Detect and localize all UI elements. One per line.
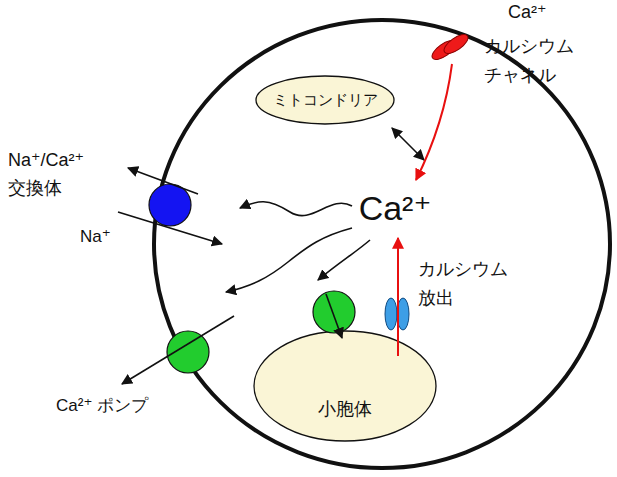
exchange-arrow <box>392 128 424 160</box>
pump-circle: Ca²⁺ ポンプ <box>166 330 210 374</box>
calcium-channel <box>434 28 468 68</box>
pump-arrow <box>326 294 342 338</box>
text-slot: ミトコンドリア <box>273 91 378 109</box>
text-slot: Ca²⁺ <box>508 2 568 24</box>
part-label: Ca²⁺ <box>508 2 568 24</box>
text-slot: Ca²⁺ <box>359 188 432 229</box>
efflux-arrow <box>128 168 198 194</box>
influx-arrow <box>416 64 452 180</box>
release-arrow <box>397 238 399 356</box>
text-slot: カルシウム チャネル <box>484 32 584 90</box>
er-pump-symbol <box>313 291 355 333</box>
ion-label: Ca²⁺ <box>359 188 432 229</box>
part-label: カルシウム チャネル <box>484 32 584 90</box>
text-slot: Na⁺ <box>80 226 111 247</box>
release-channel <box>384 297 410 331</box>
flow-arrow <box>226 228 352 292</box>
part-label: ミトコンドリア <box>273 91 378 109</box>
calcium-channel: Ca²⁺カルシウム チャネル <box>434 28 468 68</box>
release-channel: カルシウム 放出 <box>384 297 410 331</box>
ion-label: Na⁺ <box>80 226 111 247</box>
er-ellipse <box>253 330 437 442</box>
part-label: カルシウム 放出 <box>418 255 518 313</box>
exchanger-circle <box>148 183 192 227</box>
exchanger-circle: Na⁺/Ca²⁺ 交換体 <box>148 183 192 227</box>
influx-arrow <box>118 212 222 244</box>
flow-arrow <box>240 202 352 216</box>
text-slot: 小胞体 <box>318 399 372 421</box>
cell-membrane: Ca²⁺ ミトコンドリア小胞体 <box>152 18 612 470</box>
text-slot: カルシウム 放出 <box>418 255 518 313</box>
er-ellipse: 小胞体 <box>253 330 437 442</box>
flow-arrow <box>318 240 370 280</box>
part-label: Na⁺/Ca²⁺ 交換体 <box>8 147 100 203</box>
mitochondria-ellipse: ミトコンドリア <box>255 75 395 125</box>
pump-circle <box>166 330 210 374</box>
pump-arrow <box>122 316 234 384</box>
part-label: Ca²⁺ ポンプ <box>56 396 196 416</box>
text-slot: Na⁺/Ca²⁺ 交換体 <box>8 147 100 203</box>
part-label: 小胞体 <box>318 399 372 421</box>
text-slot: Ca²⁺ ポンプ <box>56 396 196 416</box>
